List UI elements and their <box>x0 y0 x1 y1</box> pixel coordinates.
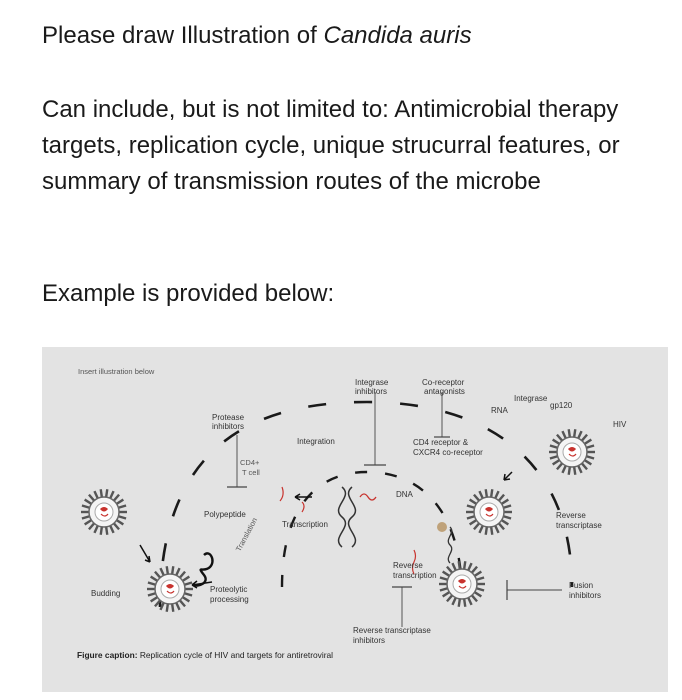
title-organism: Candida auris <box>323 22 472 49</box>
svg-text:inhibitors: inhibitors <box>355 387 387 396</box>
arrow-release <box>139 544 151 563</box>
label-protease-inhibitors: Protease <box>212 413 245 422</box>
svg-text:T cell: T cell <box>242 468 260 477</box>
svg-text:inhibitors: inhibitors <box>212 422 244 431</box>
label-translation: Translation <box>234 516 259 553</box>
caption-text: Replication cycle of HIV and targets for… <box>138 650 334 660</box>
page-title: Please draw Illustration of Candida auri… <box>42 18 472 54</box>
virion-free <box>549 429 595 475</box>
virion-left <box>81 489 127 535</box>
instructions-paragraph: Can include, but is not limited to: Anti… <box>42 96 620 195</box>
insert-illustration-label: Insert illustration below <box>78 367 155 376</box>
svg-text:inhibitors: inhibitors <box>353 636 385 645</box>
label-fusion-inhibitors: Fusion <box>569 581 593 590</box>
dna-helix <box>337 486 347 548</box>
arrow-transcription <box>294 493 312 501</box>
title-text: Please draw Illustration of <box>42 22 324 49</box>
arrow-budding <box>191 580 213 589</box>
virion-entering <box>466 489 512 535</box>
cd4-receptor-marker <box>437 522 447 532</box>
hiv-cycle-diagram: Insert illustration below Integrase inhi… <box>77 367 627 660</box>
caption-label: Figure caption: <box>77 650 138 660</box>
label-transcription: Transcription <box>282 520 328 529</box>
label-coreceptor-antagonists: Co-receptor <box>422 378 465 387</box>
label-gp120: gp120 <box>550 401 573 410</box>
svg-text:CXCR4 co-receptor: CXCR4 co-receptor <box>413 448 483 457</box>
label-rt-inhibitors: Reverse transcriptase <box>353 626 431 635</box>
label-integrase-inhibitors: Integrase <box>355 378 389 387</box>
label-reverse-transcription: Reverse <box>393 561 423 570</box>
label-proteolytic-processing: Proteolytic <box>210 585 247 594</box>
arrow-entry <box>503 471 513 481</box>
incoming-rna-helix <box>447 526 453 564</box>
svg-text:antagonists: antagonists <box>424 387 465 396</box>
label-dna: DNA <box>396 490 414 499</box>
svg-text:transcription: transcription <box>393 571 437 580</box>
label-cd4-receptor: CD4 receptor & <box>413 438 469 447</box>
label-budding: Budding <box>91 589 120 598</box>
label-reverse-transcriptase: Reverse <box>556 511 586 520</box>
svg-text:processing: processing <box>210 595 249 604</box>
viral-rna-nucleus <box>359 493 377 501</box>
label-integration: Integration <box>297 437 335 446</box>
label-polypeptide: Polypeptide <box>204 510 246 519</box>
example-figure: Insert illustration below Integrase inhi… <box>42 347 668 692</box>
label-rna: RNA <box>491 406 509 415</box>
figure-caption: Figure caption: Replication cycle of HIV… <box>77 650 333 660</box>
label-hiv: HIV <box>613 420 627 429</box>
polypeptide-squiggle <box>193 552 214 587</box>
cell-membrane <box>158 400 574 608</box>
example-note: Example is provided below: <box>42 280 335 307</box>
svg-text:inhibitors: inhibitors <box>569 591 601 600</box>
label-integrase: Integrase <box>514 394 548 403</box>
virion-budding <box>147 566 193 612</box>
label-cd4-tcell: CD4+ <box>240 458 260 467</box>
svg-text:transcriptase: transcriptase <box>556 521 602 530</box>
virion-fusion <box>439 561 485 607</box>
